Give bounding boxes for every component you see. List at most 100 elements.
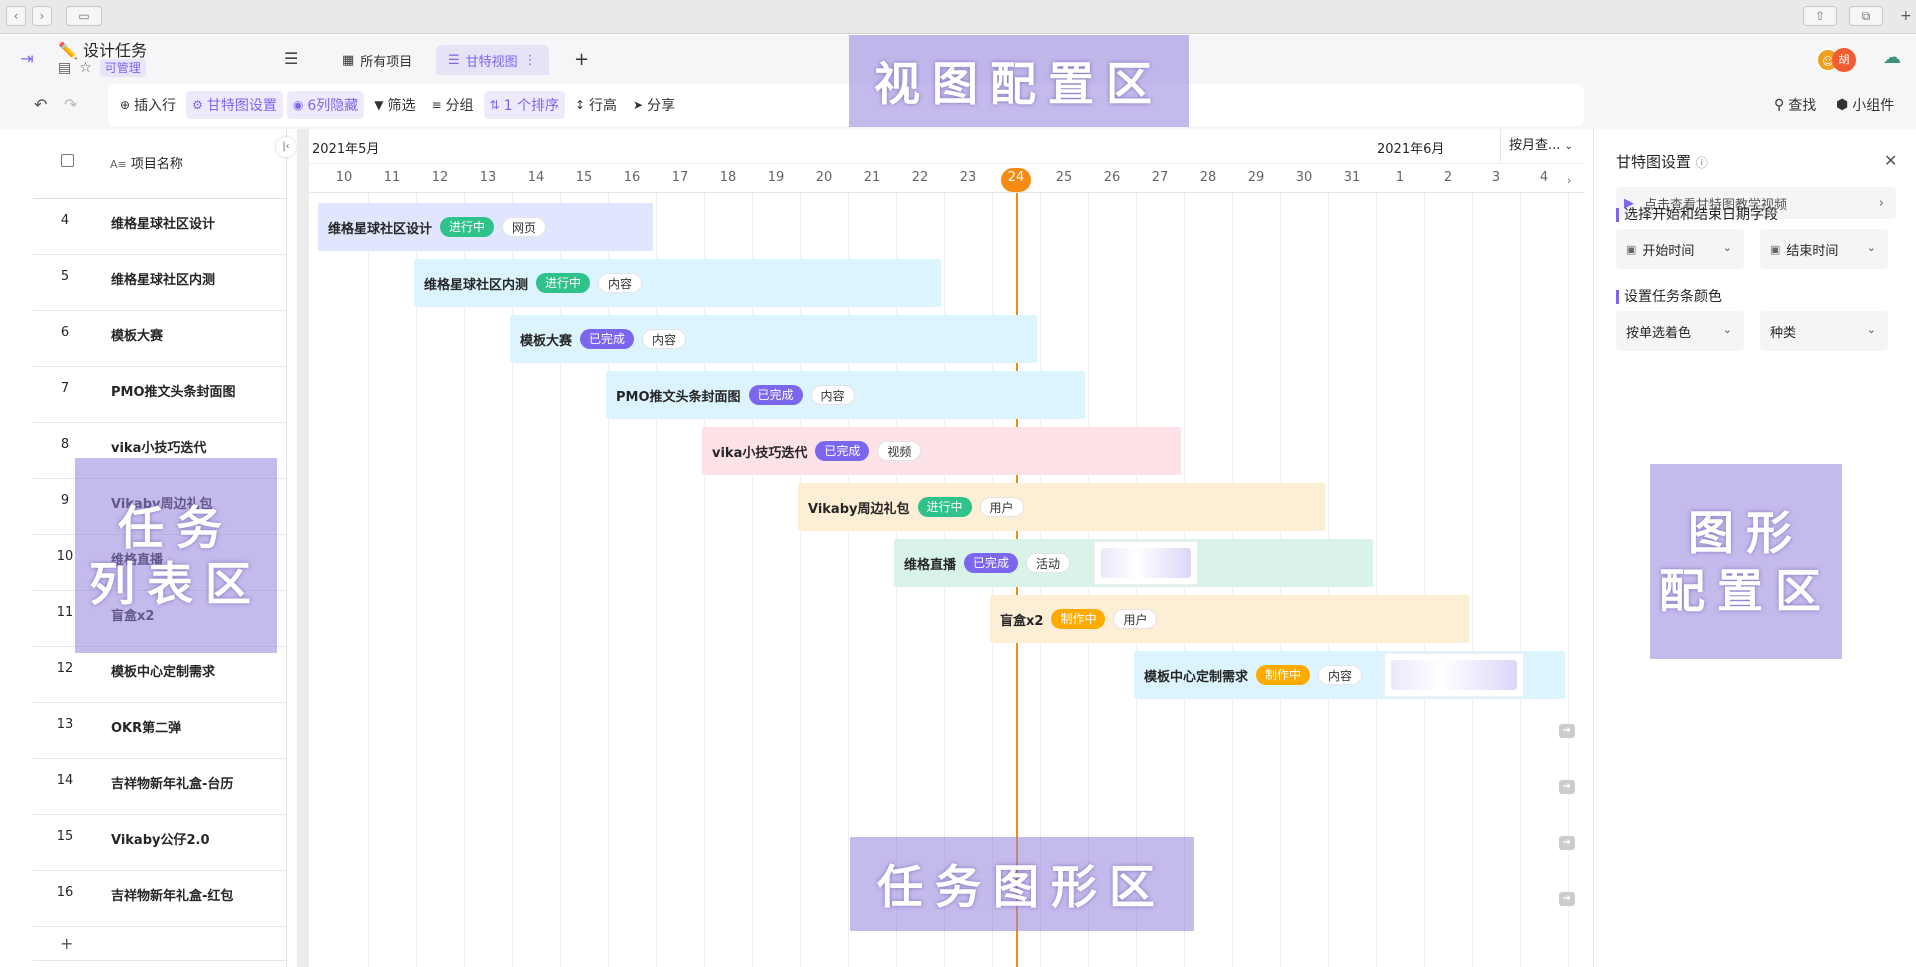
sort-button[interactable]: ⇅1 个排序 (483, 91, 565, 119)
category-tag: 视频 (877, 441, 922, 461)
find-button[interactable]: ⚲查找 (1774, 95, 1816, 115)
gantt-bar[interactable]: vika小技巧迭代已完成视频 (702, 427, 1181, 475)
gantt-settings-button[interactable]: ⚙甘特图设置 (186, 91, 283, 119)
new-tab-icon[interactable]: + (1900, 8, 1912, 24)
day-label: 22 (911, 170, 929, 185)
expand-sidebar-icon[interactable]: ⇥ (20, 49, 34, 68)
category-tag: 内容 (810, 385, 855, 405)
overlay-line: 列表区 (89, 556, 263, 611)
row-number: 15 (56, 829, 74, 844)
redo-icon[interactable]: ↷ (64, 95, 78, 114)
date-section-title: 选择开始和结束日期字段 (1616, 208, 1778, 222)
status-badge: 制作中 (1256, 665, 1311, 685)
hidden-columns-button[interactable]: ◉6列隐藏 (286, 91, 365, 119)
share-window-button[interactable]: ⇧ (1803, 6, 1837, 26)
more-icon[interactable]: ⋮ (523, 52, 537, 68)
tabs-window-button[interactable]: ⧉ (1849, 6, 1883, 26)
cloud-sync-icon[interactable]: ☁ (1883, 47, 1901, 68)
start-date-select[interactable]: ▣开始时间⌄ (1616, 229, 1744, 269)
category-tag: 内容 (598, 273, 643, 293)
panel-splitter[interactable] (297, 129, 309, 967)
gantt-bar[interactable]: 模板中心定制需求制作中内容 (1134, 651, 1565, 699)
chevron-down-icon: ⌄ (1564, 141, 1573, 152)
scroll-right-icon[interactable]: › (1567, 174, 1572, 187)
jump-to-bar-icon[interactable]: ➔ (1559, 836, 1575, 850)
gantt-bar[interactable]: 维格直播已完成活动 (894, 539, 1373, 587)
back-button[interactable]: ‹ (6, 6, 26, 26)
grid-line (464, 193, 465, 967)
grid-line (848, 193, 849, 967)
jump-to-bar-icon[interactable]: ➔ (1559, 780, 1575, 794)
row-number: 11 (56, 605, 74, 620)
doc-meta: ▤ ☆ 可管理 (58, 59, 146, 77)
tab-all-projects[interactable]: ▦ 所有项目 (330, 45, 424, 75)
widget-icon: ⬢ (1836, 97, 1849, 113)
category-tag: 内容 (1318, 665, 1363, 685)
permission-badge: 可管理 (99, 59, 146, 77)
jump-to-bar-icon[interactable]: ➔ (1559, 892, 1575, 906)
sidebar-toggle-button[interactable]: ▭ (66, 6, 102, 26)
undo-icon[interactable]: ↶ (34, 95, 48, 114)
widget-button[interactable]: ⬢小组件 (1836, 95, 1894, 115)
close-icon[interactable]: ✕ (1884, 151, 1898, 170)
video-tutorial-link[interactable]: ▶ 点击查看甘特图教学视频 › (1616, 187, 1896, 219)
gantt-bar[interactable]: Vikaby周边礼包进行中用户 (798, 483, 1325, 531)
row-number: 8 (60, 437, 70, 452)
avatar[interactable]: 胡 (1832, 48, 1856, 72)
overlay-view-config: 视图配置区 (849, 35, 1189, 127)
share-button[interactable]: ➤分享 (627, 91, 681, 119)
row-number: 5 (60, 269, 70, 284)
help-icon[interactable]: ⓘ (1695, 156, 1708, 170)
add-view-button[interactable]: + (574, 49, 590, 70)
jump-to-bar-icon[interactable]: ➔ (1559, 724, 1575, 738)
status-badge: 进行中 (440, 217, 495, 237)
color-section-title: 设置任务条颜色 (1616, 290, 1722, 304)
doc-info-icon[interactable]: ▤ (58, 60, 72, 76)
tab-gantt-view[interactable]: ☰ 甘特视图 ⋮ (436, 45, 549, 75)
star-icon[interactable]: ☆ (79, 60, 92, 76)
time-scale-select[interactable]: 按月查... ⌄ (1500, 129, 1575, 163)
row-height-button[interactable]: ↕行高 (569, 91, 623, 119)
grid-line (800, 193, 801, 967)
end-date-select[interactable]: ▣结束时间⌄ (1760, 229, 1888, 269)
sort-label: 1 个排序 (503, 98, 559, 114)
gantt-bar[interactable]: 模板大赛已完成内容 (510, 315, 1037, 363)
forward-button[interactable]: › (32, 6, 52, 26)
status-badge: 进行中 (917, 497, 972, 517)
add-row-button[interactable]: + (33, 927, 286, 961)
day-label: 28 (1199, 170, 1217, 185)
gantt-bar[interactable]: 维格星球社区内测进行中内容 (414, 259, 941, 307)
column-header-name[interactable]: A≡ 项目名称 (110, 153, 183, 172)
gantt-bar[interactable]: 维格星球社区设计进行中网页 (318, 203, 653, 251)
status-badge: 已完成 (580, 329, 635, 349)
doc-title[interactable]: ✏️ 设计任务 (58, 41, 148, 60)
insert-row-button[interactable]: ⊕插入行 (114, 91, 182, 119)
gantt-settings-label: 甘特图设置 (206, 98, 277, 114)
gantt-chart: 2021年5月 2021年6月 按月查... ⌄ ‹ › 10111213141… (309, 129, 1585, 967)
select-all-checkbox[interactable] (61, 154, 74, 167)
collapse-list-icon[interactable]: |‹ (276, 137, 296, 157)
overlay-line: 任务 (118, 500, 234, 555)
color-field-select[interactable]: 种类⌄ (1760, 311, 1888, 351)
overlay-task-graph: 任务图形区 (850, 837, 1194, 931)
bar-title: PMO推文头条封面图 (616, 389, 741, 405)
filter-button[interactable]: ▼筛选 (368, 91, 421, 119)
start-field-value: 开始时间 (1642, 243, 1695, 259)
day-label: 31 (1343, 170, 1361, 185)
row-name: OKR第二弹 (111, 721, 182, 736)
group-button[interactable]: ≡分组 (425, 91, 479, 119)
menu-icon[interactable]: ☰ (284, 49, 299, 68)
gantt-bar[interactable]: PMO推文头条封面图已完成内容 (606, 371, 1085, 419)
color-mode-select[interactable]: 按单选着色⌄ (1616, 311, 1744, 351)
video-link-label: 点击查看甘特图教学视频 (1644, 197, 1788, 213)
